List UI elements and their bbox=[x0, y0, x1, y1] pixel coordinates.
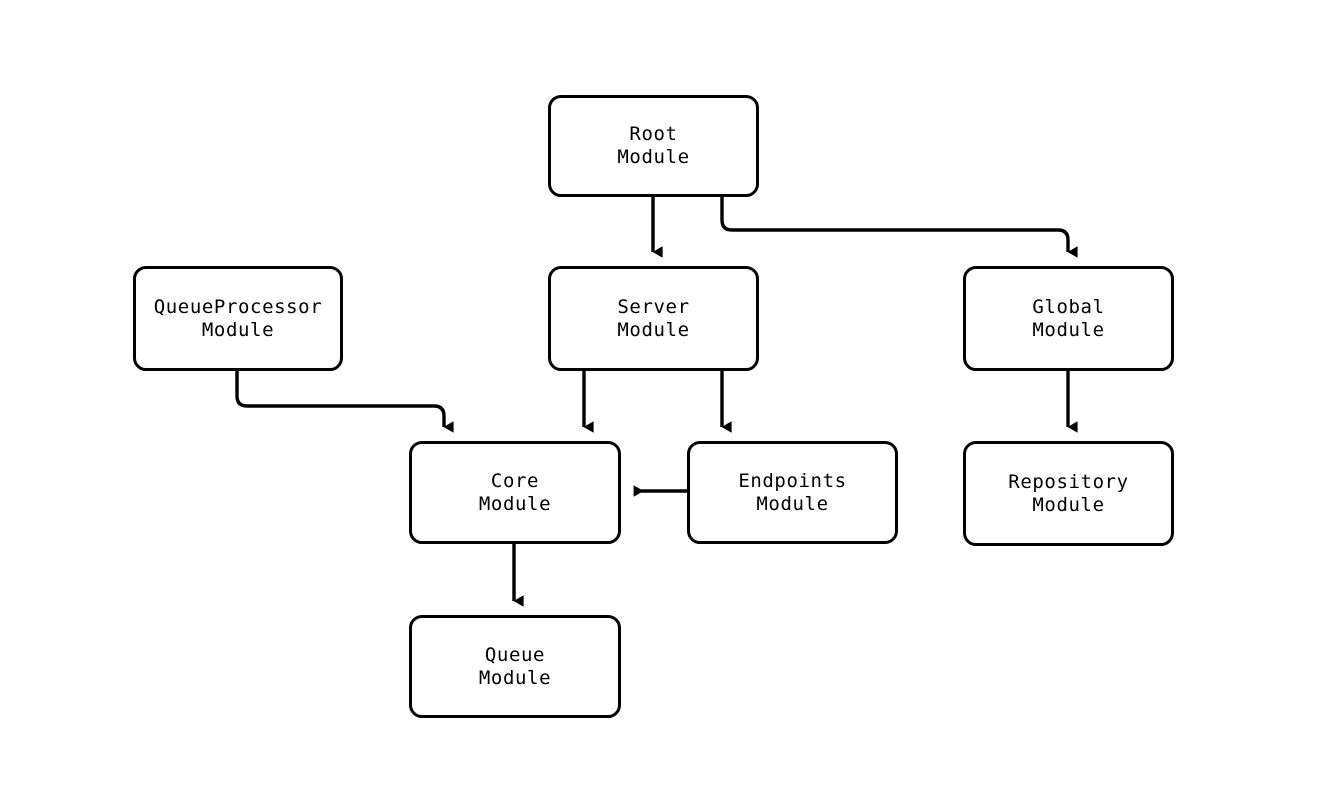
node-root-module-label-line2: Module bbox=[617, 146, 690, 168]
node-server-module-label-line1: Server bbox=[617, 295, 690, 318]
node-queue-module[interactable]: Queue Module bbox=[409, 615, 621, 718]
node-global-module-label-line2: Module bbox=[1032, 318, 1105, 341]
node-queueprocessor-module-label-line1: QueueProcessor bbox=[153, 295, 323, 318]
node-core-module[interactable]: Core Module bbox=[409, 441, 621, 544]
node-queue-module-label-line2: Module bbox=[478, 666, 552, 689]
node-global-module-label-line1: Global bbox=[1032, 295, 1105, 318]
edge-root-to-global bbox=[720, 197, 1078, 258]
node-root-module-label-line1: Root bbox=[629, 123, 678, 145]
node-endpoints-module[interactable]: Endpoints Module bbox=[687, 441, 898, 544]
node-core-module-label-line1: Core bbox=[490, 469, 540, 492]
node-repository-module-label-line1: Repository bbox=[1008, 470, 1129, 493]
node-queueprocessor-module-label-line2: Module bbox=[201, 318, 275, 341]
node-root-module[interactable]: Root Module bbox=[548, 95, 759, 197]
node-repository-module[interactable]: Repository Module bbox=[963, 441, 1174, 546]
node-endpoints-module-label-line1: Endpoints bbox=[738, 469, 847, 492]
node-global-module[interactable]: Global Module bbox=[963, 266, 1174, 371]
node-endpoints-module-label-line2: Module bbox=[756, 492, 829, 515]
node-server-module-label-line2: Module bbox=[617, 318, 690, 341]
edge-queueprocessor-to-core bbox=[235, 371, 454, 433]
node-repository-module-label-line2: Module bbox=[1032, 493, 1105, 516]
node-queueprocessor-module[interactable]: QueueProcessor Module bbox=[133, 266, 343, 371]
node-queue-module-label-line1: Queue bbox=[484, 643, 546, 666]
node-core-module-label-line2: Module bbox=[478, 492, 552, 515]
node-server-module[interactable]: Server Module bbox=[548, 266, 759, 371]
